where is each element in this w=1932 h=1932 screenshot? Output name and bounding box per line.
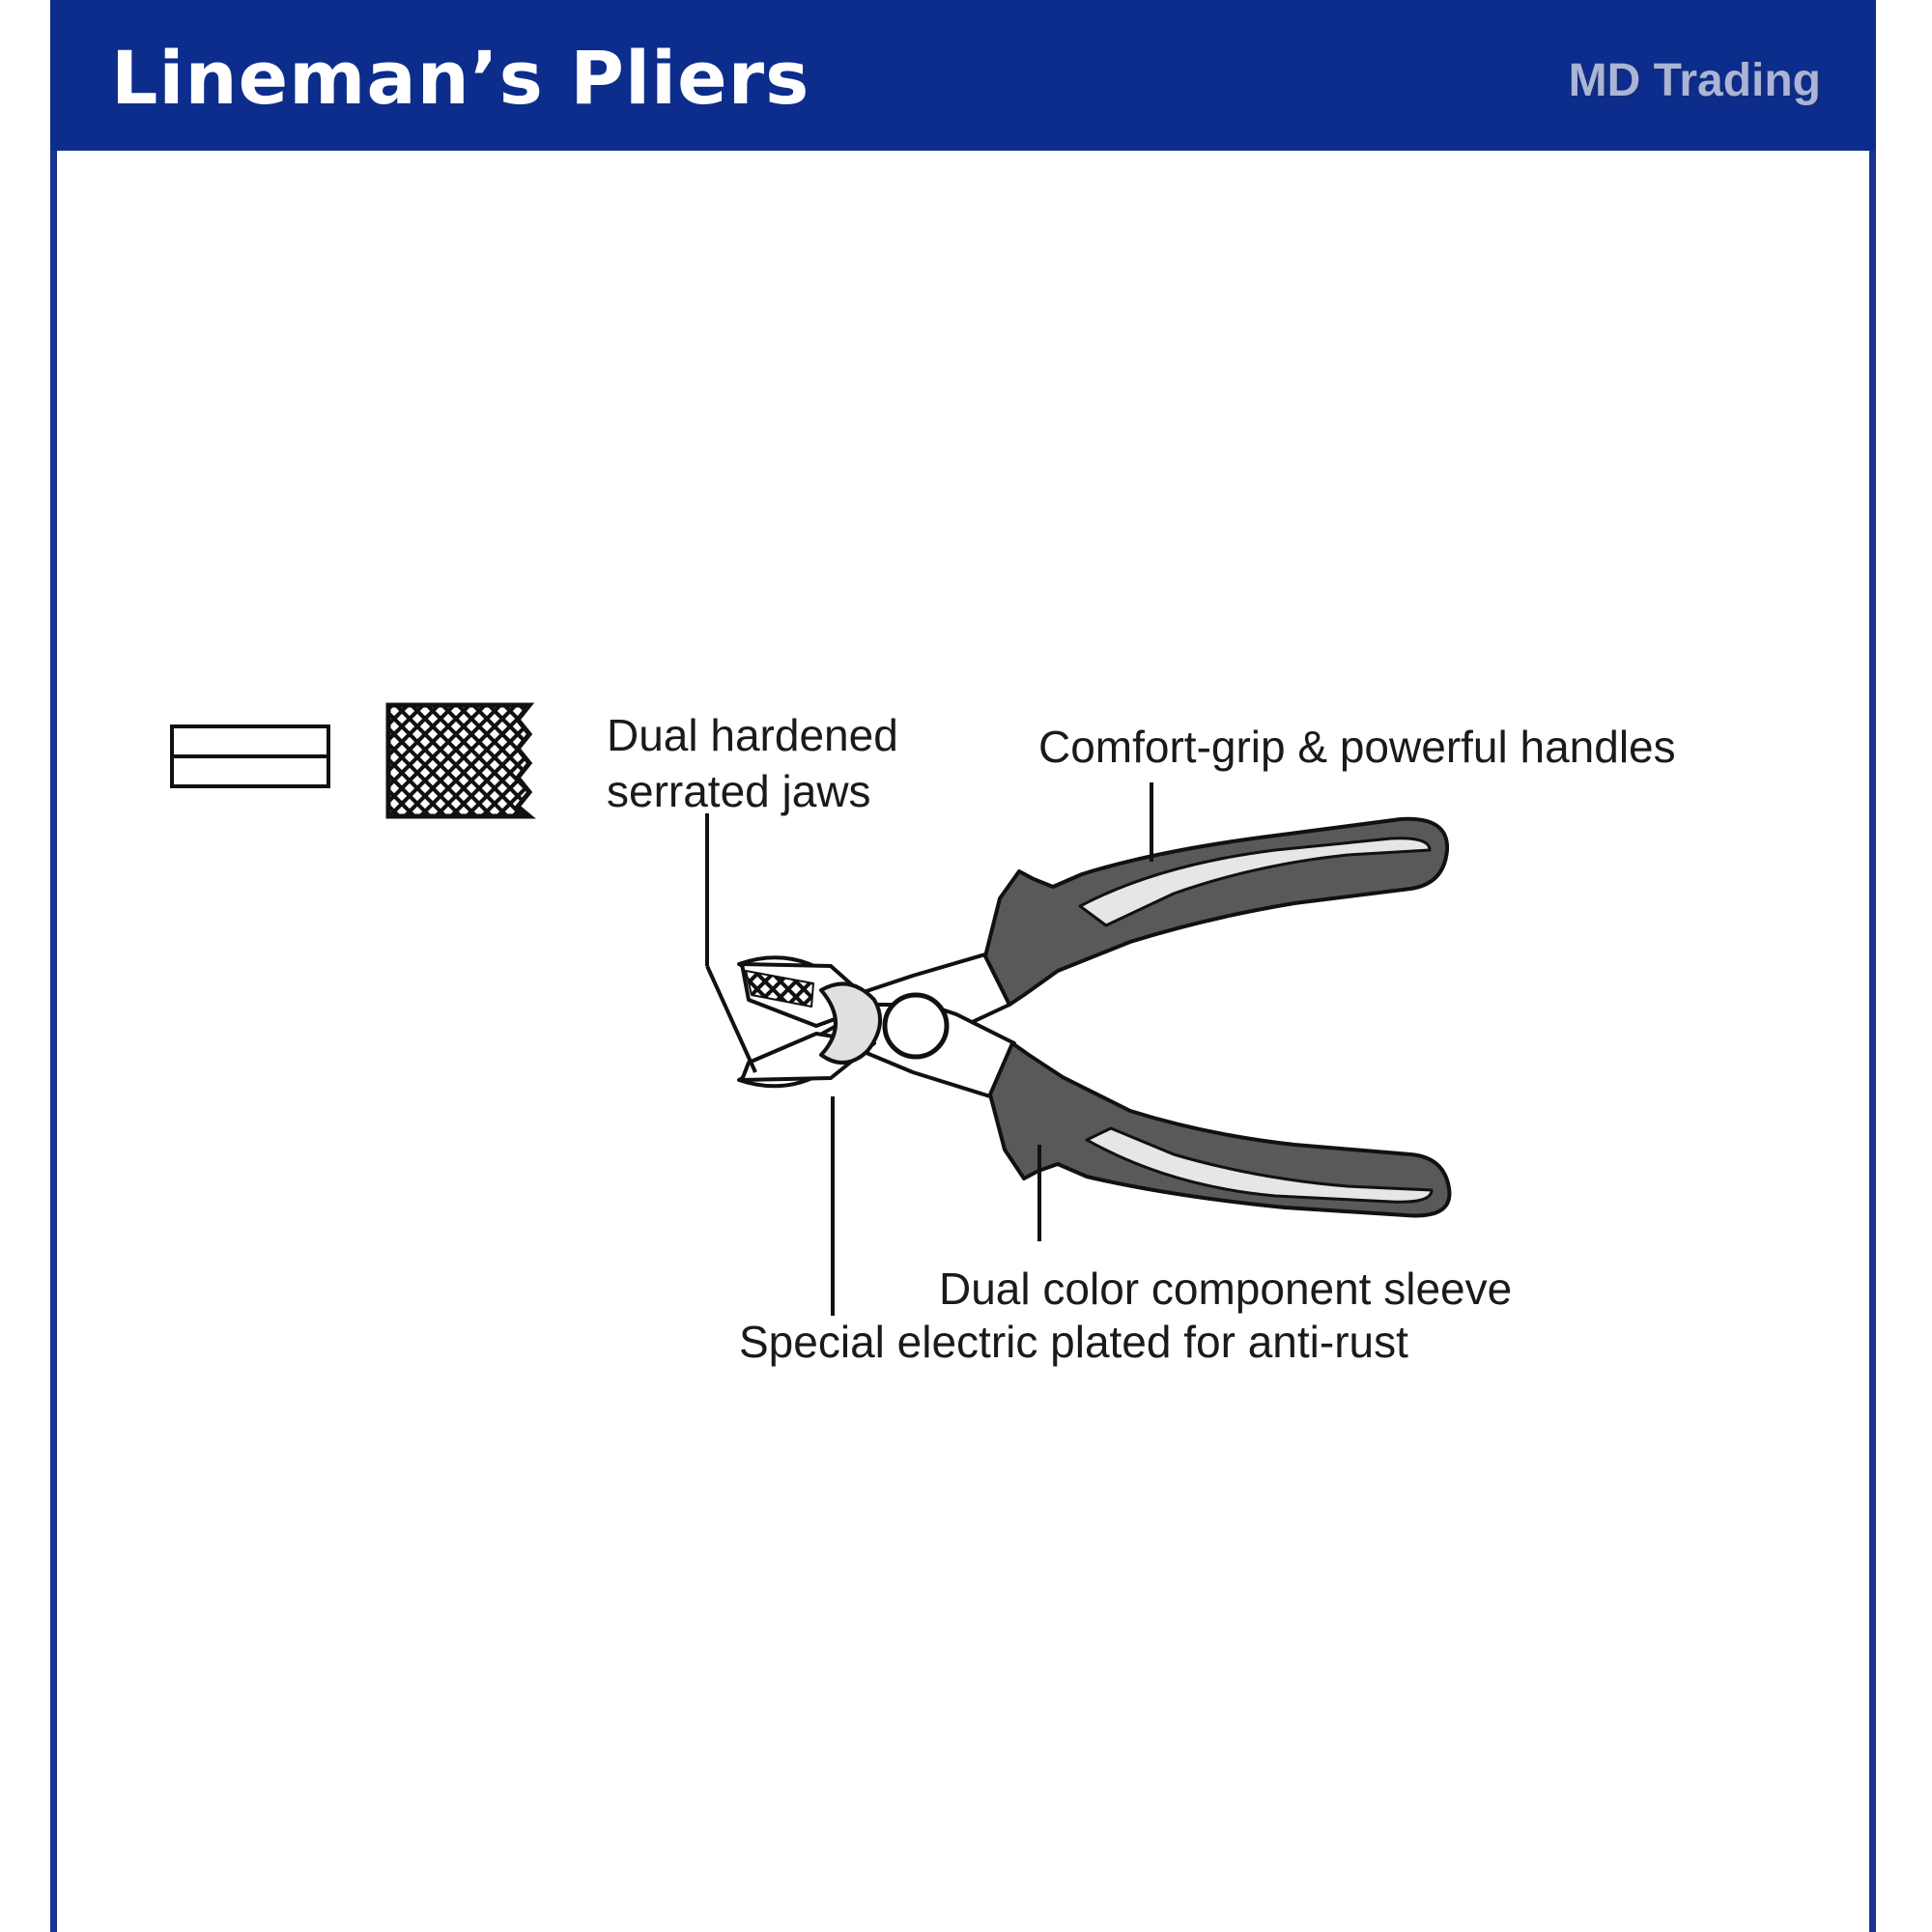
callout-handles: Comfort-grip & powerful handles xyxy=(1038,722,1676,772)
callout-jaws-line2: serrated jaws xyxy=(607,766,871,816)
brand-name: MD Trading xyxy=(1568,55,1821,106)
pliers-illustration xyxy=(737,816,1452,1218)
callout-jaws-line1: Dual hardened xyxy=(607,710,898,760)
serrated-jaw-icon xyxy=(385,702,536,819)
callout-plating: Special electric plated for anti-rust xyxy=(739,1317,1408,1367)
smooth-jaw-icon xyxy=(170,724,330,788)
header-bar xyxy=(50,0,1876,151)
callout-leaders xyxy=(705,782,1153,1316)
leader-jaws-tip xyxy=(705,965,757,1073)
page-title: Lineman’s Pliers xyxy=(111,35,810,121)
callout-sleeve: Dual color component sleeve xyxy=(939,1264,1513,1314)
